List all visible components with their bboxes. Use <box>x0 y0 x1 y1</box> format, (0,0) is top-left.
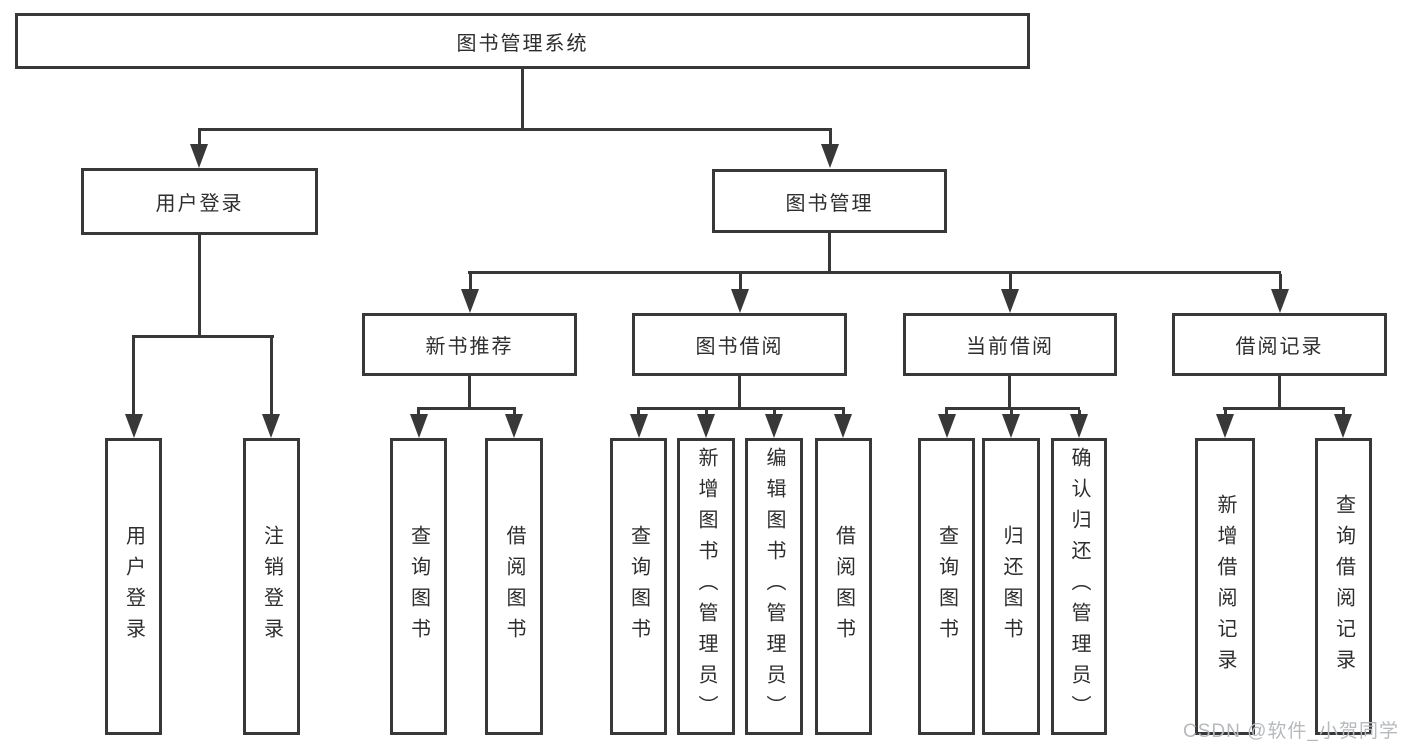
connector-line <box>270 338 273 414</box>
connector-line <box>468 271 1281 274</box>
connector-line <box>1278 375 1281 407</box>
arrow-down-icon <box>1070 414 1088 438</box>
connector-line <box>521 69 524 128</box>
connector-line <box>469 274 472 290</box>
connector-line <box>417 410 420 416</box>
arrow-down-icon <box>630 414 648 438</box>
leaf-borrow-query: 查询图书 <box>610 438 667 735</box>
connector-line <box>738 376 741 407</box>
leaf-current-query: 查询图书 <box>918 438 975 735</box>
arrow-down-icon <box>1001 289 1019 313</box>
arrow-down-icon <box>1334 414 1352 438</box>
connector-line <box>1224 410 1227 416</box>
connector-line <box>513 410 516 416</box>
csdn-watermark: CSDN @软件_小贺同学 <box>1183 721 1399 742</box>
leaf-borrow-edit: 编辑图书（管理员） <box>745 438 803 735</box>
connector-line <box>198 235 201 335</box>
connector-line <box>637 407 845 410</box>
connector-line <box>828 233 831 271</box>
arrow-down-icon <box>190 144 208 168</box>
arrow-down-icon <box>1271 289 1289 313</box>
connector-line <box>1008 375 1011 407</box>
node-user-login: 用户登录 <box>81 168 318 235</box>
connector-line <box>198 131 201 147</box>
node-current: 当前借阅 <box>903 313 1117 376</box>
connector-line <box>739 274 742 290</box>
connector-line <box>1342 410 1345 416</box>
arrow-down-icon <box>697 414 715 438</box>
arrow-down-icon <box>1216 414 1234 438</box>
arrow-down-icon <box>505 414 523 438</box>
arrow-down-icon <box>938 414 956 438</box>
connector-line <box>773 410 776 416</box>
connector-line <box>1009 274 1012 290</box>
leaf-records-query: 查询借阅记录 <box>1315 438 1372 735</box>
leaf-user-login-logout: 注销登录 <box>243 438 300 735</box>
arrow-down-icon <box>262 414 280 438</box>
connector-line <box>1279 274 1282 290</box>
arrow-down-icon <box>461 289 479 313</box>
connector-line <box>198 128 832 131</box>
connector-line <box>705 410 708 416</box>
node-records: 借阅记录 <box>1172 313 1387 376</box>
node-root: 图书管理系统 <box>15 13 1030 69</box>
connector-line <box>417 407 516 410</box>
connector-line <box>132 338 135 414</box>
leaf-user-login-login: 用户登录 <box>105 438 162 735</box>
connector-line <box>945 410 948 416</box>
leaf-current-confirm: 确认归还（管理员） <box>1051 438 1107 735</box>
connector-line <box>637 410 640 416</box>
leaf-borrow-add: 新增图书（管理员） <box>677 438 735 735</box>
leaf-new-books-query: 查询图书 <box>390 438 447 735</box>
arrow-down-icon <box>125 414 143 438</box>
connector-line <box>842 410 845 416</box>
connector-line <box>1078 410 1081 416</box>
connector-line <box>132 335 274 338</box>
node-borrow: 图书借阅 <box>632 313 847 376</box>
connector-line <box>1010 410 1013 416</box>
connector-line <box>829 131 832 147</box>
connector-line <box>468 376 471 407</box>
arrow-down-icon <box>731 289 749 313</box>
connector-line <box>945 407 1080 410</box>
leaf-current-return: 归还图书 <box>982 438 1040 735</box>
arrow-down-icon <box>834 414 852 438</box>
leaf-new-books-borrow: 借阅图书 <box>485 438 543 735</box>
node-new-books: 新书推荐 <box>362 313 577 376</box>
leaf-borrow-borrow: 借阅图书 <box>815 438 872 735</box>
arrow-down-icon <box>410 414 428 438</box>
node-book-mgmt: 图书管理 <box>712 169 947 233</box>
arrow-down-icon <box>821 144 839 168</box>
connector-line <box>1223 407 1345 410</box>
arrow-down-icon <box>1002 414 1020 438</box>
arrow-down-icon <box>765 414 783 438</box>
leaf-records-add: 新增借阅记录 <box>1195 438 1255 735</box>
